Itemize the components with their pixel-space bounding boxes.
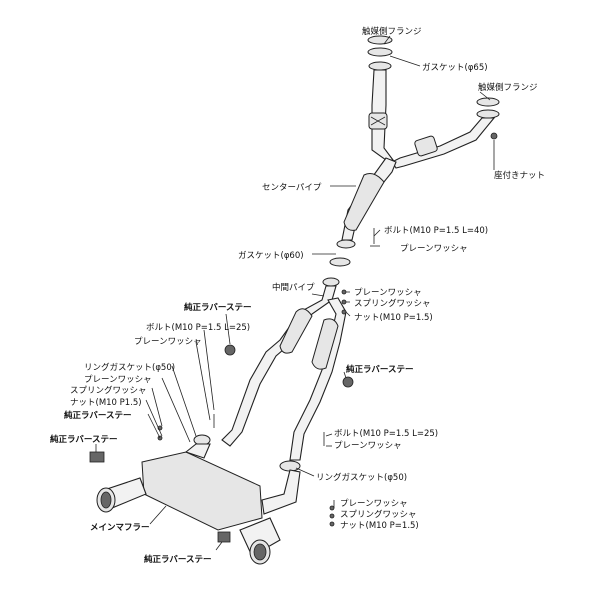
rubber-stay-part-4 <box>217 531 231 543</box>
label-gasket-65: ガスケット(φ65) <box>422 62 488 73</box>
seat-nut-part <box>490 132 498 140</box>
label-oem-rubber-stay-4: 純正ラバーステー <box>50 434 118 445</box>
label-bolt-m10-40: ボルト(M10 P=1.5 L=40) <box>384 226 488 236</box>
label-ring-gasket-50-2: リングガスケット(φ50) <box>316 472 407 483</box>
washer-part-right <box>329 505 335 511</box>
label-plain-washer-6: プレーンワッシャ <box>340 499 408 509</box>
label-ring-gasket-50-1: リングガスケット(φ50) <box>84 362 175 373</box>
spring-washer-part-mid <box>341 299 347 305</box>
nut-part-right <box>329 521 335 527</box>
gasket-60-part <box>329 257 351 267</box>
label-nut-m10-3: ナット(M10 P=1.5) <box>340 521 419 531</box>
label-oem-rubber-stay-3: 純正ラバーステー <box>64 410 132 421</box>
center-resonator <box>343 173 385 231</box>
muffler-inlet-right <box>261 469 301 515</box>
mid-resonator-left <box>279 308 313 354</box>
label-oem-rubber-stay-1: 純正ラバーステー <box>184 302 252 313</box>
main-muffler-part <box>141 451 263 531</box>
rubber-stay-part-2 <box>342 376 354 388</box>
label-cat-flange-2: 触媒側フランジ <box>478 82 538 93</box>
label-cat-flange-1: 触媒側フランジ <box>362 26 422 37</box>
front-pipe-right <box>391 117 496 169</box>
callout-labels: 触媒側フランジ ガスケット(φ65) 触媒側フランジ 座付きナット センターパイ… <box>50 26 545 565</box>
flex-joint-right <box>414 135 438 157</box>
label-seat-nut: 座付きナット <box>494 170 545 181</box>
spring-washer-part-right <box>329 513 335 519</box>
label-plain-washer-5: プレーンワッシャ <box>334 441 402 451</box>
label-bolt-m10-25-1: ボルト(M10 P=1.5 L=25) <box>146 323 250 333</box>
label-main-muffler: メインマフラー <box>90 523 150 533</box>
label-plain-washer-2: プレーンワッシャ <box>354 288 422 298</box>
label-spring-washer-2: スプリングワッシャ <box>70 385 147 396</box>
label-spring-washer-3: スプリングワッシャ <box>340 509 417 520</box>
rubber-stay-part-3 <box>89 451 105 463</box>
label-nut-m10-2: ナット(M10 P1.5) <box>70 398 142 408</box>
label-bolt-m10-25-2: ボルト(M10 P=1.5 L=25) <box>334 429 438 439</box>
label-gasket-60: ガスケット(φ60) <box>238 250 304 261</box>
nut-part-mid <box>341 309 347 315</box>
label-mid-pipe: 中間パイプ <box>272 282 315 293</box>
label-plain-washer-3: プレーンワッシャ <box>134 337 202 347</box>
cat-flange-right <box>476 97 500 119</box>
exhaust-system-drawing <box>89 35 500 565</box>
label-plain-washer-1: プレーンワッシャ <box>400 244 468 254</box>
label-oem-rubber-stay-2: 純正ラバーステー <box>346 364 414 375</box>
tail-pipe-right <box>239 517 281 557</box>
muffler-inlet-left <box>184 443 211 459</box>
rubber-stay-part-1 <box>224 344 236 356</box>
label-oem-rubber-stay-5: 純正ラバーステー <box>144 554 212 565</box>
leader-lines <box>95 35 495 551</box>
mid-resonator-right <box>311 318 339 370</box>
label-spring-washer-1: スプリングワッシャ <box>354 298 431 309</box>
label-nut-m10-1: ナット(M10 P=1.5) <box>354 313 433 323</box>
label-plain-washer-4: プレーンワッシャ <box>84 375 152 385</box>
washer-part-mid <box>341 289 347 295</box>
label-center-pipe: センターパイプ <box>262 183 322 193</box>
cat-flange-left <box>367 35 393 71</box>
